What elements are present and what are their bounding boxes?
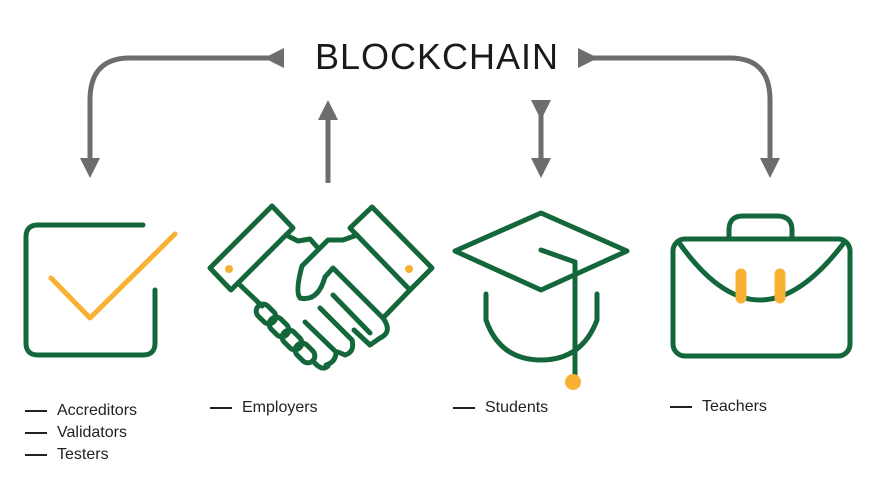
- label-testers: Testers: [25, 444, 137, 466]
- handshake-icon: [207, 203, 435, 371]
- label-group-accreditors: Accreditors Validators Testers: [25, 400, 137, 466]
- checkbox-icon: [23, 222, 178, 358]
- label-employers: Employers: [210, 397, 318, 419]
- arrow-teachers: [578, 48, 780, 178]
- blockchain-title: BLOCKCHAIN: [314, 36, 560, 77]
- arrow-accreditors: [80, 48, 284, 178]
- label-teachers: Teachers: [670, 396, 767, 418]
- label-accreditors: Accreditors: [25, 400, 137, 422]
- briefcase-icon: [670, 213, 853, 359]
- graduation-cap-icon: [452, 210, 630, 390]
- label-validators: Validators: [25, 422, 137, 444]
- label-students: Students: [453, 397, 548, 419]
